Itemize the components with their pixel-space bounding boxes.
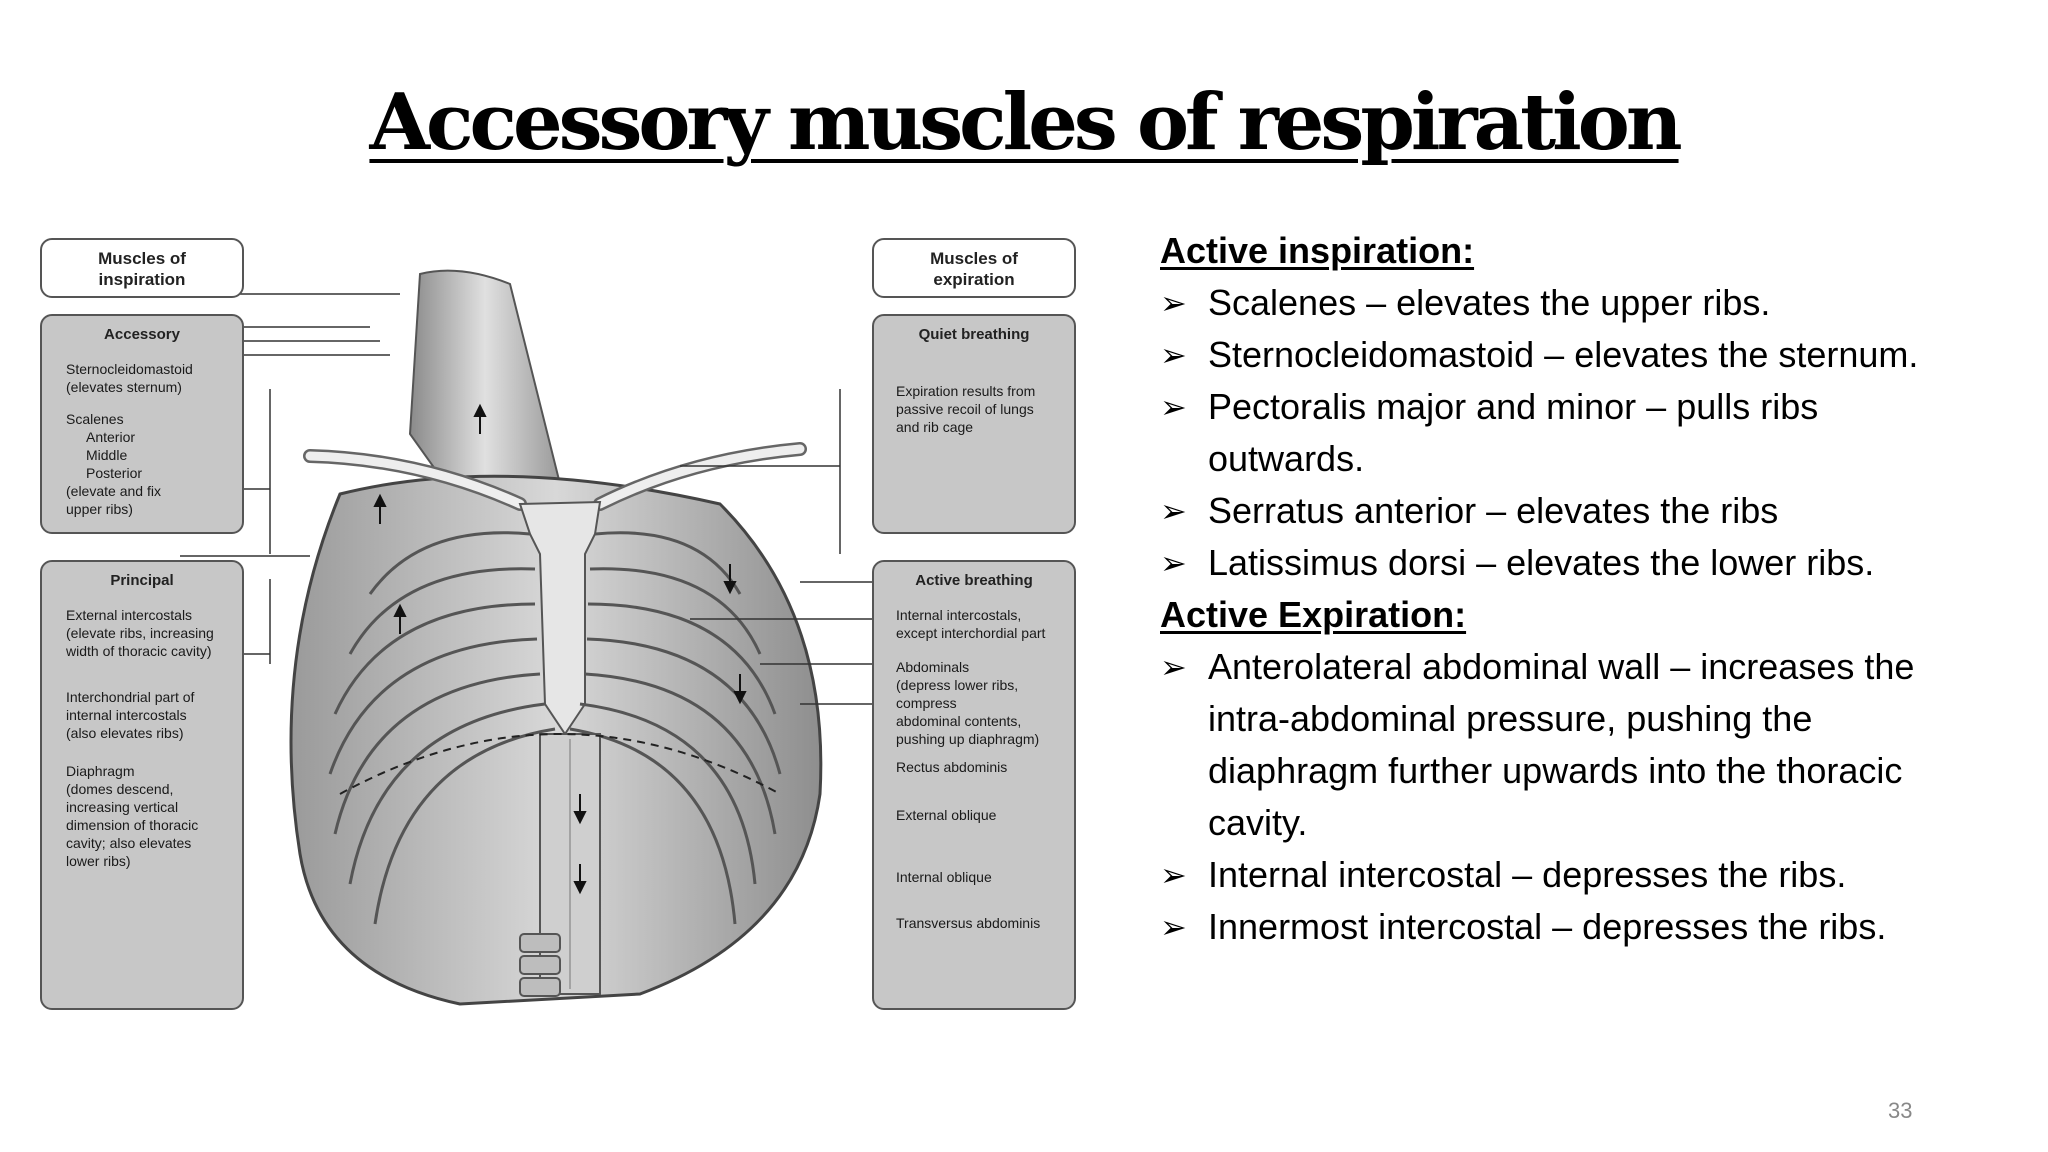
content-column: Active inspiration: ➢Scalenes – elevates… [1160, 225, 1980, 953]
arrow-bullet-icon: ➢ [1160, 649, 1187, 685]
slide-title: Accessory muscles of respiration [369, 77, 1682, 168]
expiration-header: Muscles of expiration [930, 249, 1018, 289]
quiet-breathing-text: Expiration results from passive recoil o… [896, 383, 1036, 435]
quiet-breathing-panel: Quiet breathing Expiration results from … [872, 314, 1076, 534]
arrow-bullet-icon: ➢ [1160, 909, 1187, 945]
expiration-heading: Active Expiration: [1160, 594, 1467, 635]
sternocleidomastoid-label: Sternocleidomastoid (elevates sternum) [66, 361, 193, 395]
list-item: ➢Scalenes – elevates the upper ribs. [1160, 277, 1980, 329]
diaphragm-label: Diaphragm (domes descend, increasing ver… [66, 763, 199, 869]
arrow-bullet-icon: ➢ [1160, 493, 1187, 529]
scalene-posterior-label: Posterior [86, 465, 143, 481]
diaphragm-dome [339, 733, 781, 795]
sternum-shape [518, 500, 602, 736]
list-item: ➢Sternocleidomastoid – elevates the ster… [1160, 329, 1980, 381]
scalenes-label: Scalenes [66, 411, 124, 427]
abdominals-label: Abdominals (depress lower ribs, compress… [896, 659, 1040, 747]
inspiration-list: ➢Scalenes – elevates the upper ribs. ➢St… [1160, 277, 1980, 589]
transversus-abdominis-label: Transversus abdominis [896, 915, 1041, 931]
list-item: ➢Internal intercostal – depresses the ri… [1160, 849, 1980, 901]
inspiration-header: Muscles of inspiration [98, 249, 186, 289]
list-item: ➢Serratus anterior – elevates the ribs [1160, 485, 1980, 537]
arrow-bullet-icon: ➢ [1160, 545, 1187, 581]
page-number: 33 [1888, 1098, 1913, 1123]
list-item: ➢Innermost intercostal – depresses the r… [1160, 901, 1980, 953]
external-intercostals-label: External intercostals (elevate ribs, inc… [66, 607, 214, 659]
internal-oblique-label: Internal oblique [896, 869, 992, 885]
list-item: ➢Anterolateral abdominal wall – increase… [1160, 641, 1980, 849]
inspiration-heading: Active inspiration: [1160, 230, 1475, 271]
interchondrial-label: Interchondrial part of internal intercos… [66, 689, 195, 741]
expiration-list: ➢Anterolateral abdominal wall – increase… [1160, 641, 1980, 953]
arrow-bullet-icon: ➢ [1160, 389, 1187, 425]
accessory-panel: Accessory Sternocleidomastoid (elevates … [40, 314, 244, 534]
scalene-anterior-label: Anterior [86, 429, 136, 445]
arrow-bullet-icon: ➢ [1160, 337, 1187, 373]
active-breathing-title: Active breathing [915, 572, 1033, 589]
principal-title: Principal [110, 572, 174, 589]
internal-intercostals-label: Internal intercostals, except interchord… [896, 607, 1046, 641]
arrow-bullet-icon: ➢ [1160, 285, 1187, 321]
scalene-middle-label: Middle [86, 447, 128, 463]
list-item: ➢Pectoralis major and minor – pulls ribs… [1160, 381, 1980, 485]
list-item: ➢Latissimus dorsi – elevates the lower r… [1160, 537, 1980, 589]
arrow-bullet-icon: ➢ [1160, 857, 1187, 893]
respiratory-muscles-diagram: Muscles of inspiration Accessory Sternoc… [40, 234, 1090, 1024]
active-breathing-panel: Active breathing Internal intercostals, … [872, 560, 1076, 1010]
accessory-title: Accessory [104, 326, 180, 343]
scalenes-function-label: (elevate and fix upper ribs) [66, 483, 161, 517]
external-oblique-label: External oblique [896, 807, 997, 823]
expiration-header-box: Muscles of expiration [872, 238, 1076, 298]
thorax-illustration [130, 269, 910, 1006]
rectus-abdominis-label: Rectus abdominis [896, 759, 1008, 775]
principal-panel: Principal External intercostals (elevate… [40, 560, 244, 1010]
clavicle-right [593, 442, 807, 511]
quiet-breathing-title: Quiet breathing [918, 326, 1030, 343]
inspiration-header-box: Muscles of inspiration [40, 238, 244, 298]
